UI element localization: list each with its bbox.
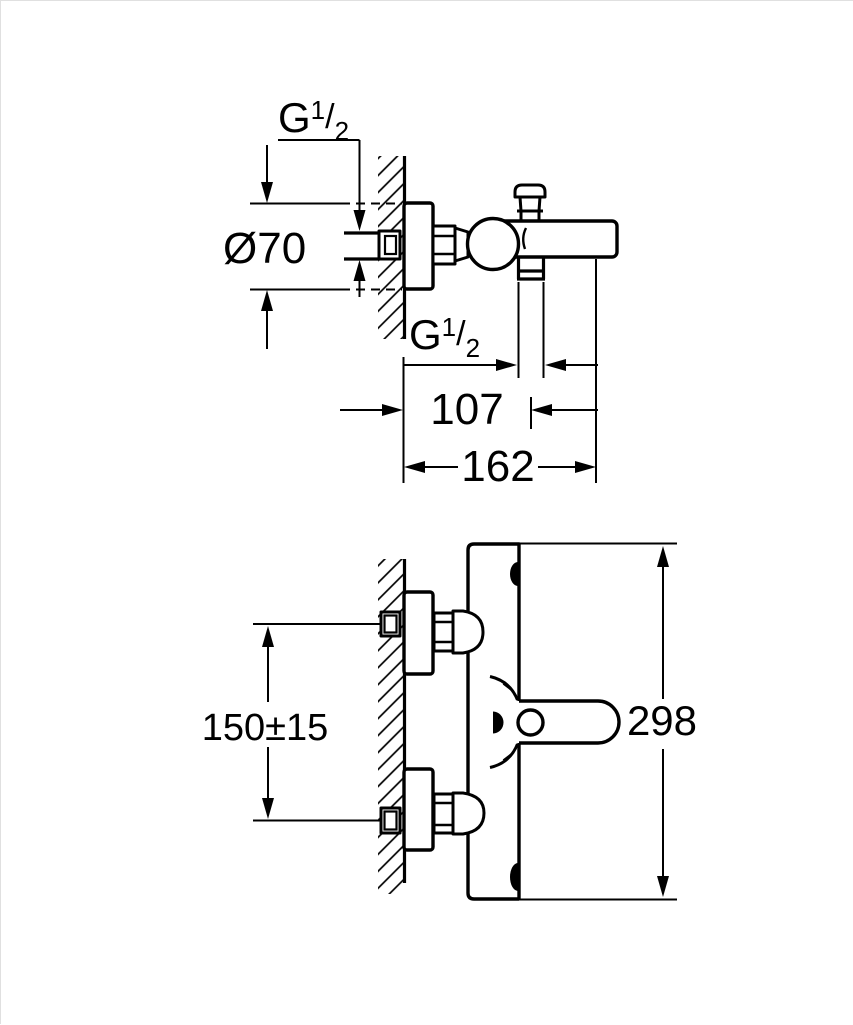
dim-connection-distance: 150±15 [202, 623, 380, 822]
upper-connection [379, 590, 485, 676]
dim-label-g-half-top: G1/2 [278, 94, 349, 146]
port-section-upper [510, 562, 518, 586]
dim-label-diameter-70: Ø70 [223, 224, 306, 273]
port-section-lower [510, 863, 518, 891]
dim-outlet-thread: G1/2 [404, 311, 598, 371]
front-view: 150±15 298 [202, 542, 697, 901]
lower-connection [379, 767, 486, 852]
dim-label-162: 162 [461, 442, 534, 491]
dim-wall-to-outlet: 107 [340, 385, 598, 434]
tub-spout [489, 675, 621, 769]
union-nut-side [431, 224, 457, 266]
spout-outlet-circle [516, 708, 545, 737]
dim-supply-thread: G1/2 [278, 94, 366, 297]
shower-outlet-nipple [516, 257, 546, 429]
side-view: G1/2 Ø70 G1/2 107 [223, 94, 619, 491]
dim-label-298: 298 [627, 697, 697, 744]
handle-knob-side [465, 216, 521, 272]
dim-overall-length: 298 [519, 542, 697, 901]
union-taper-side [453, 226, 470, 263]
body-shoulder-arc [522, 227, 528, 250]
dim-label-107: 107 [430, 385, 503, 434]
dim-label-g-half-outlet: G1/2 [409, 311, 480, 363]
diverter-knob [513, 183, 547, 221]
dim-label-150-15: 150±15 [202, 707, 329, 749]
escutcheon-side [402, 201, 435, 291]
wall-section-front [378, 559, 407, 894]
spout-button [493, 711, 504, 734]
dim-escutcheon-diameter: Ø70 [223, 145, 402, 349]
dim-wall-to-front: 162 [402, 259, 597, 491]
supply-pipe [344, 229, 402, 261]
